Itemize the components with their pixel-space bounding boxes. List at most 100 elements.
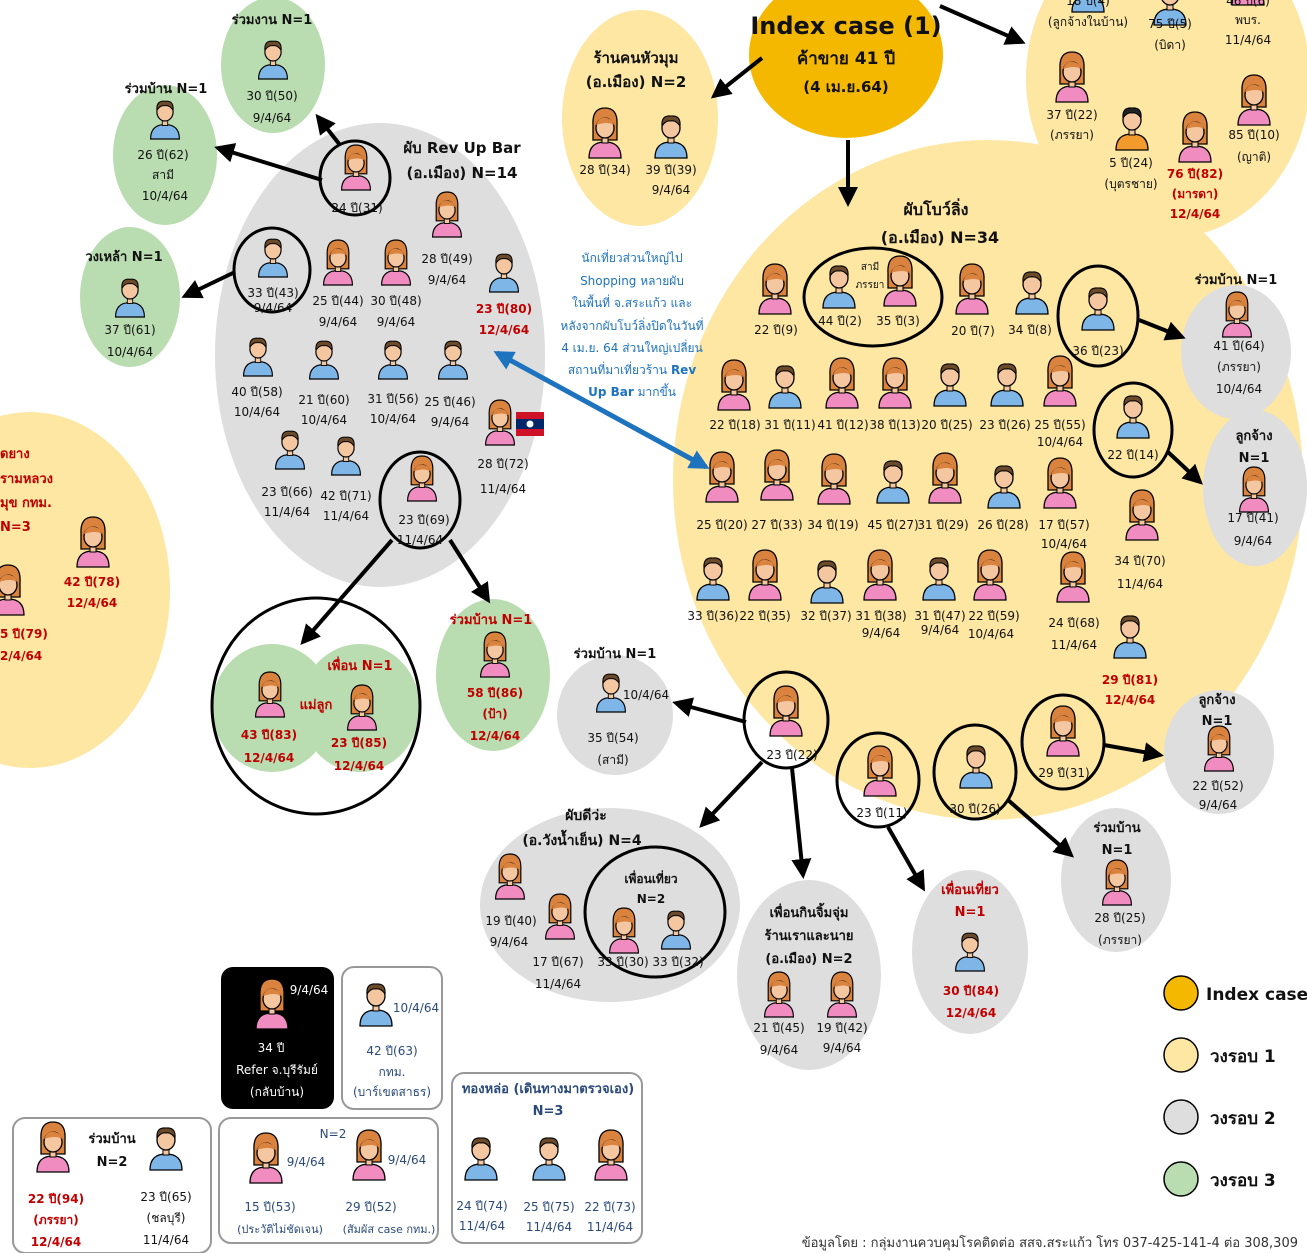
bowling-person-label: 23 ปี(26) [979, 418, 1030, 432]
bowling-husband-label: สามี [861, 261, 879, 273]
male-person-icon [768, 365, 802, 409]
dewa-cluster [480, 808, 740, 1002]
family-p5b: (บุตรชาย) [1104, 177, 1157, 192]
emp2-p: 22 ปี(52) [1192, 779, 1243, 793]
trip-t1: เพื่อนเที่ยว [941, 880, 999, 898]
child-person-icon [1115, 107, 1149, 151]
mc-p2: 23 ปี(85) [331, 736, 387, 750]
bowling-p23-22: 23 ปี(22) [766, 748, 817, 762]
motherchild-label: แม่ลูก [300, 698, 333, 713]
eat-p1d: 9/4/64 [760, 1043, 799, 1057]
female-person-icon [825, 357, 859, 409]
dewa-friends1: เพื่อนเที่ยว [624, 870, 677, 886]
dewa-title2: (อ.วังน้ำเย็น) N=4 [522, 829, 642, 849]
husb-title: ร่วมบ้าน N=1 [574, 646, 657, 662]
male-person-icon [1116, 395, 1150, 439]
index-line3: (4 เม.ย.64) [803, 78, 888, 96]
female-person-icon [1222, 291, 1252, 338]
shop-p1: 28 ปี(34) [579, 163, 630, 177]
male-person-icon [596, 673, 626, 713]
husb-r: (สามี) [597, 753, 628, 767]
female-person-icon [758, 263, 792, 315]
revup-p28-49d: 9/4/64 [428, 273, 467, 287]
friend-title: เพื่อน N=1 [327, 656, 392, 674]
female-person-icon [36, 1121, 70, 1173]
bowling-person-label: 32 ปี(37) [800, 609, 851, 623]
male-person-icon [654, 115, 688, 159]
aunt-r: (ป้า) [482, 707, 507, 721]
bowling-p29-31: 29 ปี(31) [1038, 766, 1089, 780]
male-person-icon [359, 983, 393, 1027]
legend-swatch-ring3 [1163, 1161, 1199, 1197]
revup-p33-43d: 9/4/64 [254, 301, 293, 315]
female-person-icon [255, 978, 289, 1030]
female-person-icon [717, 359, 751, 411]
bowling-person-label: 10/4/64 [1037, 435, 1083, 449]
revup-p23-66: 23 ปี(66) [261, 485, 312, 499]
arrow-36-to-hh [1138, 318, 1186, 341]
note-l7: Up Bar มากขึ้น [588, 383, 676, 399]
n2-d2: 9/4/64 [388, 1153, 427, 1167]
female-person-icon [769, 685, 803, 737]
dewa-friends-ring [583, 845, 727, 979]
bowl-hh-d: 10/4/64 [1216, 382, 1262, 396]
arrow-24-to-top [315, 113, 342, 147]
bowling-person-label: 25 ปี(55) [1034, 418, 1085, 432]
male-person-icon [1153, 0, 1187, 26]
male-person-icon [1071, 0, 1105, 13]
male-person-icon [438, 340, 468, 380]
mc-p1: 43 ปี(83) [241, 728, 297, 742]
dewa-p3: 33 ปี(30) [597, 955, 648, 969]
bowling-p24-68: 24 ปี(68) [1048, 616, 1099, 630]
bowling-person-label: 20 ปี(7) [951, 324, 995, 338]
female-person-icon [76, 516, 110, 568]
female-person-icon [1043, 457, 1077, 509]
female-person-icon [352, 1129, 386, 1181]
bowl-hh-r: (ภรรยา) [1217, 360, 1261, 374]
bkk2-l1: กทม. [379, 1065, 406, 1079]
female-person-icon [1204, 725, 1234, 772]
family-p1b: (ลูกจ้างในบ้าน) [1048, 15, 1128, 30]
revup-p25-44d: 9/4/64 [319, 315, 358, 329]
bowling-p29-81: 29 ปี(81) [1102, 673, 1158, 687]
female-person-icon [1056, 551, 1090, 603]
emp1-p: 17 ปี(41) [1227, 511, 1278, 525]
trip-p: 30 ปี(84) [943, 984, 999, 998]
emp2-d: 9/4/64 [1199, 798, 1238, 812]
bowling-person-label: 44 ปี(2) [818, 314, 862, 328]
arrow-69-to-mother [300, 538, 394, 646]
legend-swatch-index [1163, 975, 1199, 1011]
revup-p31-56: 31 ปี(56) [367, 392, 418, 406]
female-person-icon [255, 671, 285, 718]
bowling-p34-70d: 11/4/64 [1117, 577, 1163, 591]
family-p6c: 12/4/64 [1170, 207, 1221, 221]
female-person-icon [1043, 355, 1077, 407]
revup-p23-69: 23 ปี(69) [398, 513, 449, 527]
hh26-d: 10/4/64 [142, 189, 188, 203]
female-person-icon [748, 549, 782, 601]
bowling-p24-68d: 11/4/64 [1051, 638, 1097, 652]
male-person-icon [464, 1137, 498, 1181]
gold-p3d: 11/4/64 [587, 1220, 633, 1234]
female-person-icon [973, 549, 1007, 601]
female-person-icon [407, 455, 437, 502]
female-person-icon [495, 853, 525, 900]
p22-14-ring [1092, 381, 1174, 479]
revup-p31-56d: 10/4/64 [370, 412, 416, 426]
husb-p: 35 ปี(54) [587, 731, 638, 745]
female-person-icon [485, 399, 515, 446]
bowling-person-label: 35 ปี(3) [876, 314, 920, 328]
legend-label-ring2: วงรอบ 2 [1210, 1109, 1276, 1129]
p29-31-ring [1020, 693, 1106, 791]
dewa-p1d: 9/4/64 [490, 935, 529, 949]
bowling-person-label: 31 ปี(29) [917, 518, 968, 532]
family-p4: 37 ปี(22) [1046, 108, 1097, 122]
family-p2b: (บิดา) [1154, 38, 1186, 52]
female-person-icon [760, 449, 794, 501]
eat-p1: 21 ปี(45) [753, 1021, 804, 1035]
bowl-hh-p: 41 ปี(64) [1213, 339, 1264, 353]
bowling-cluster [673, 140, 1303, 820]
arrow-22-to-eat [790, 767, 812, 879]
male-person-icon [378, 340, 408, 380]
laos-flag-icon [516, 412, 544, 436]
